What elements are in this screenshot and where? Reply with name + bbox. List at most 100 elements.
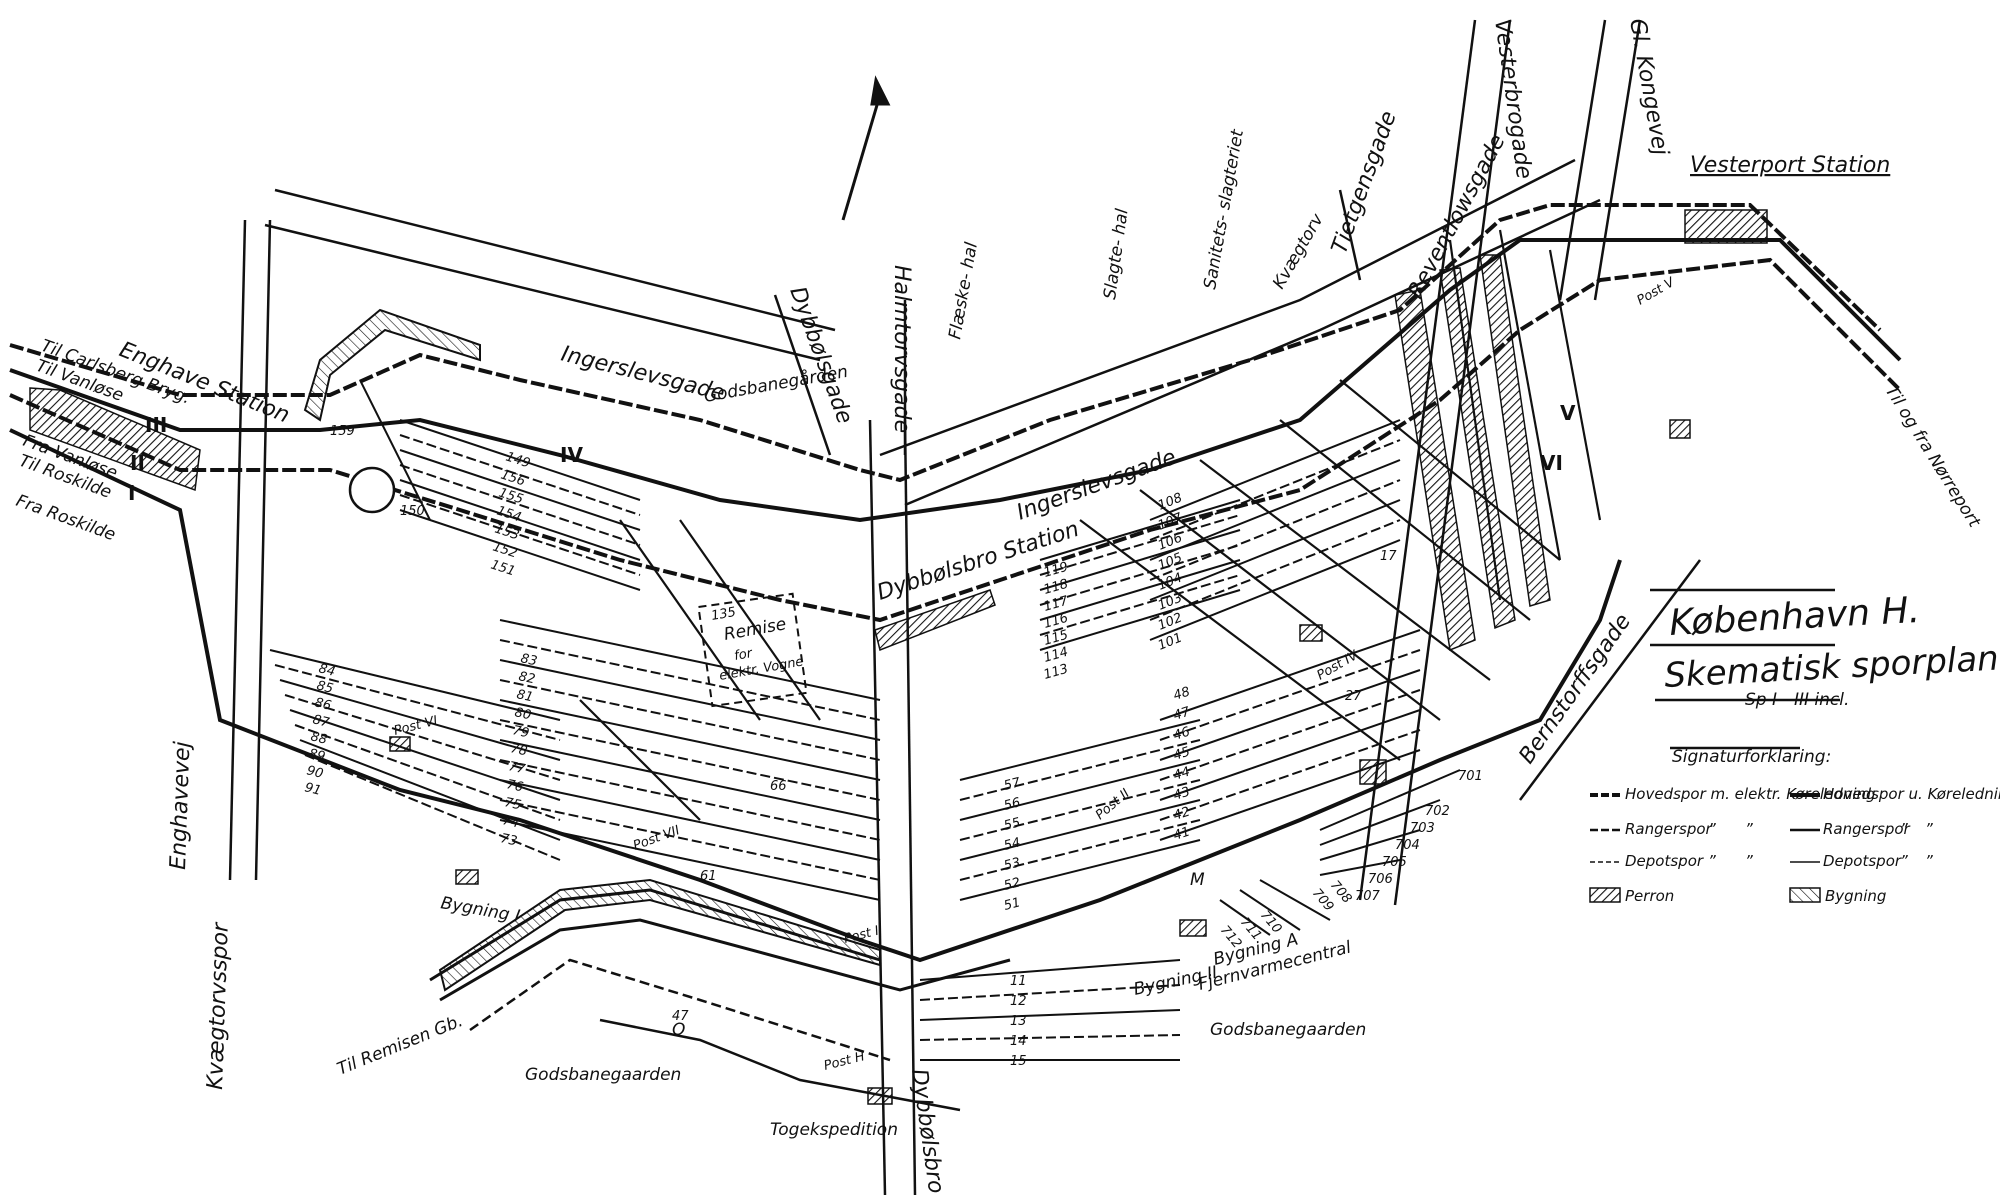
place-sanitetsslagteri: Sanitets- slagteriet	[1200, 127, 1248, 291]
track-78: 78	[509, 741, 528, 759]
track-lower-arc-1	[439, 918, 1011, 1002]
track-55: 55	[1002, 815, 1022, 834]
street-enghavevej: Enghavevej	[166, 740, 195, 870]
north-arrow	[841, 75, 891, 221]
legend-item-7: Perron	[1625, 887, 1674, 905]
roman-iv-mid: IV	[560, 443, 583, 467]
track-104: 104	[1156, 571, 1185, 594]
legend-item-2: Hovedspor u. Køreledning	[1823, 785, 2000, 803]
track-57: 57	[1002, 775, 1022, 794]
platform-vesterport-station	[1684, 209, 1768, 244]
track-15: 15	[1010, 1054, 1027, 1069]
track-154: 154	[495, 504, 523, 526]
roman-iii-left: III	[145, 413, 167, 437]
building-bygning-i	[455, 869, 479, 885]
legend-ditto-8: ”	[1925, 852, 1933, 870]
labels-50s: 57 56 55 54 53 52 51	[1002, 775, 1022, 914]
labels-70s: 83 82 81 80 79 78 77 76 75 74 73	[499, 651, 538, 849]
legend-ditto-6: ”	[1745, 852, 1753, 870]
track-107: 107	[1156, 510, 1185, 533]
place-kvaegtorv: Kvægtorv	[1269, 210, 1328, 293]
track-113: 113	[1042, 662, 1070, 683]
track-12: 12	[1010, 994, 1027, 1009]
street-outlines	[228, 19, 1701, 1196]
place-remise-line2: for	[733, 646, 755, 664]
track-51: 51	[1002, 895, 1022, 914]
track-52: 52	[1002, 875, 1022, 894]
track-main-iv	[9, 203, 1882, 483]
street-ingerslevsgade-2: Ingerslevsgade	[1014, 445, 1180, 526]
legend-swatches	[1589, 793, 1821, 903]
street-ingerslevsgade-1: Ingerslevsgade	[559, 342, 728, 407]
track-lower-arc-3	[469, 958, 891, 1062]
legend-ditto-7: ”	[1900, 852, 1908, 870]
track-117: 117	[1042, 593, 1071, 614]
track-703: 703	[1410, 821, 1435, 836]
track-45: 45	[1172, 744, 1192, 763]
upper-right-street-edge-2	[904, 198, 1601, 507]
track-149: 149	[504, 450, 532, 472]
place-godsbanegaarden-bottom: Godsbanegaarden	[1210, 1020, 1366, 1040]
track-41: 41	[1172, 824, 1192, 843]
lower-arc-shed	[438, 878, 881, 992]
legend-item-6: Depotspor	[1823, 852, 1902, 870]
street-tietgensgade: Tietgensgade	[1327, 108, 1402, 257]
place-togekspedition: Togekspedition	[770, 1120, 898, 1140]
track-81: 81	[515, 687, 534, 705]
track-75: 75	[503, 795, 522, 813]
track-80: 80	[513, 705, 532, 723]
track-44: 44	[1172, 764, 1192, 783]
track-82: 82	[517, 669, 536, 687]
legend-item-3: Rangerspor	[1625, 820, 1713, 838]
siding-group-10s	[919, 959, 1181, 1061]
platforms	[29, 209, 1768, 1105]
labels-10s: 11 12 13 14 15	[1010, 974, 1027, 1069]
track-84: 84	[317, 661, 337, 680]
track-o: O	[672, 1020, 685, 1040]
track-101: 101	[1156, 631, 1185, 654]
gl-kongevej-edge-2	[1593, 19, 1642, 301]
track-115: 115	[1042, 628, 1070, 649]
legend-item-8: Bygning	[1825, 887, 1886, 905]
building-small-1	[1359, 759, 1387, 785]
title-decorations	[1650, 588, 1840, 750]
upper-left-shed	[303, 308, 481, 422]
track-116: 116	[1042, 611, 1070, 632]
siding-group-110s	[1039, 499, 1241, 651]
roman-ii-left: II	[130, 451, 145, 475]
platform-enghave-station	[29, 387, 201, 492]
ingerslevsgade-lower-edge	[264, 223, 821, 362]
legend-item-4: Rangerspor	[1823, 820, 1911, 838]
title-sub: Skematisk sporplan	[1663, 639, 1999, 696]
roman-vi-right: VI	[1540, 451, 1563, 475]
labels-700s: 701 702 703 704 705 706 707 708 709 710 …	[1217, 769, 1483, 952]
track-54: 54	[1002, 835, 1022, 854]
track-151: 151	[489, 558, 517, 580]
crossover-tracks	[579, 229, 1602, 821]
track-156: 156	[499, 468, 527, 490]
street-halmtorvsgade: Halmtorvsgade	[889, 265, 914, 433]
street-kvaegtorvsspor: Kvægtorvsspor	[203, 921, 234, 1091]
track-118: 118	[1042, 577, 1070, 598]
track-56: 56	[1002, 795, 1022, 814]
station-vesterport: Vesterport Station	[1690, 153, 1890, 178]
street-bernstorffsgade: Bernstorffsgade	[1514, 610, 1636, 769]
legend-ditto-4: ”	[1925, 820, 1933, 838]
track-47: 47	[1172, 704, 1193, 724]
track-77: 77	[507, 759, 527, 777]
siding-group-50s	[959, 719, 1201, 901]
siding-group-700s	[1219, 769, 1461, 936]
track-159: 159	[330, 424, 355, 439]
platform-band-1	[1394, 289, 1476, 652]
track-153: 153	[493, 522, 521, 544]
vesterbrogade-edge-1	[1358, 19, 1477, 901]
platform-band-3	[1479, 254, 1551, 607]
dybboelsbro-edge-2	[903, 419, 917, 1196]
platform-dybboelsbro-station	[874, 589, 996, 652]
track-704: 704	[1395, 838, 1420, 853]
track-42: 42	[1172, 804, 1192, 823]
track-86: 86	[313, 695, 333, 714]
track-150: 150	[400, 504, 425, 519]
place-post-h: Post H	[822, 1049, 866, 1074]
